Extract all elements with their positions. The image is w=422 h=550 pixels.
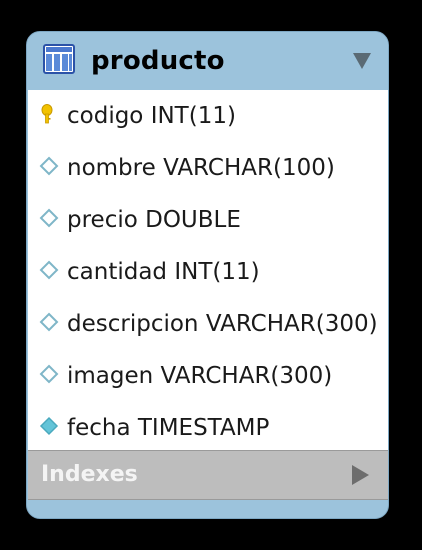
column-row[interactable]: fecha TIMESTAMP: [28, 402, 388, 454]
column-label: codigo INT(11): [67, 103, 236, 129]
column-row[interactable]: imagen VARCHAR(300): [28, 350, 388, 402]
table-header[interactable]: producto: [27, 32, 388, 90]
column-list: codigo INT(11) nombre VARCHAR(100) preci…: [28, 90, 388, 450]
table-title: producto: [91, 46, 225, 76]
column-label: nombre VARCHAR(100): [67, 155, 335, 181]
column-label: descripcion VARCHAR(300): [67, 311, 378, 337]
column-row[interactable]: precio DOUBLE: [28, 194, 388, 246]
column-label: cantidad INT(11): [67, 259, 260, 285]
column-diamond-icon: [39, 260, 59, 280]
collapse-triangle-icon[interactable]: [352, 52, 372, 70]
column-diamond-icon: [39, 312, 59, 332]
column-row[interactable]: nombre VARCHAR(100): [28, 142, 388, 194]
column-label: imagen VARCHAR(300): [67, 363, 333, 389]
column-diamond-icon: [39, 208, 59, 228]
column-label: fecha TIMESTAMP: [67, 415, 270, 441]
indexes-label: Indexes: [41, 462, 138, 487]
column-row[interactable]: cantidad INT(11): [28, 246, 388, 298]
column-diamond-icon: [39, 364, 59, 384]
column-diamond-filled-icon: [39, 416, 59, 436]
column-row[interactable]: codigo INT(11): [28, 90, 388, 142]
column-row[interactable]: descripcion VARCHAR(300): [28, 298, 388, 350]
indexes-section-toggle[interactable]: Indexes: [28, 450, 388, 500]
column-diamond-icon: [39, 156, 59, 176]
expand-triangle-icon[interactable]: [350, 464, 370, 486]
table-entity[interactable]: producto codigo INT(11) nombre VARCHAR(1…: [26, 31, 389, 519]
column-label: precio DOUBLE: [67, 207, 241, 233]
primary-key-icon: [41, 104, 53, 124]
table-icon: [43, 44, 75, 74]
